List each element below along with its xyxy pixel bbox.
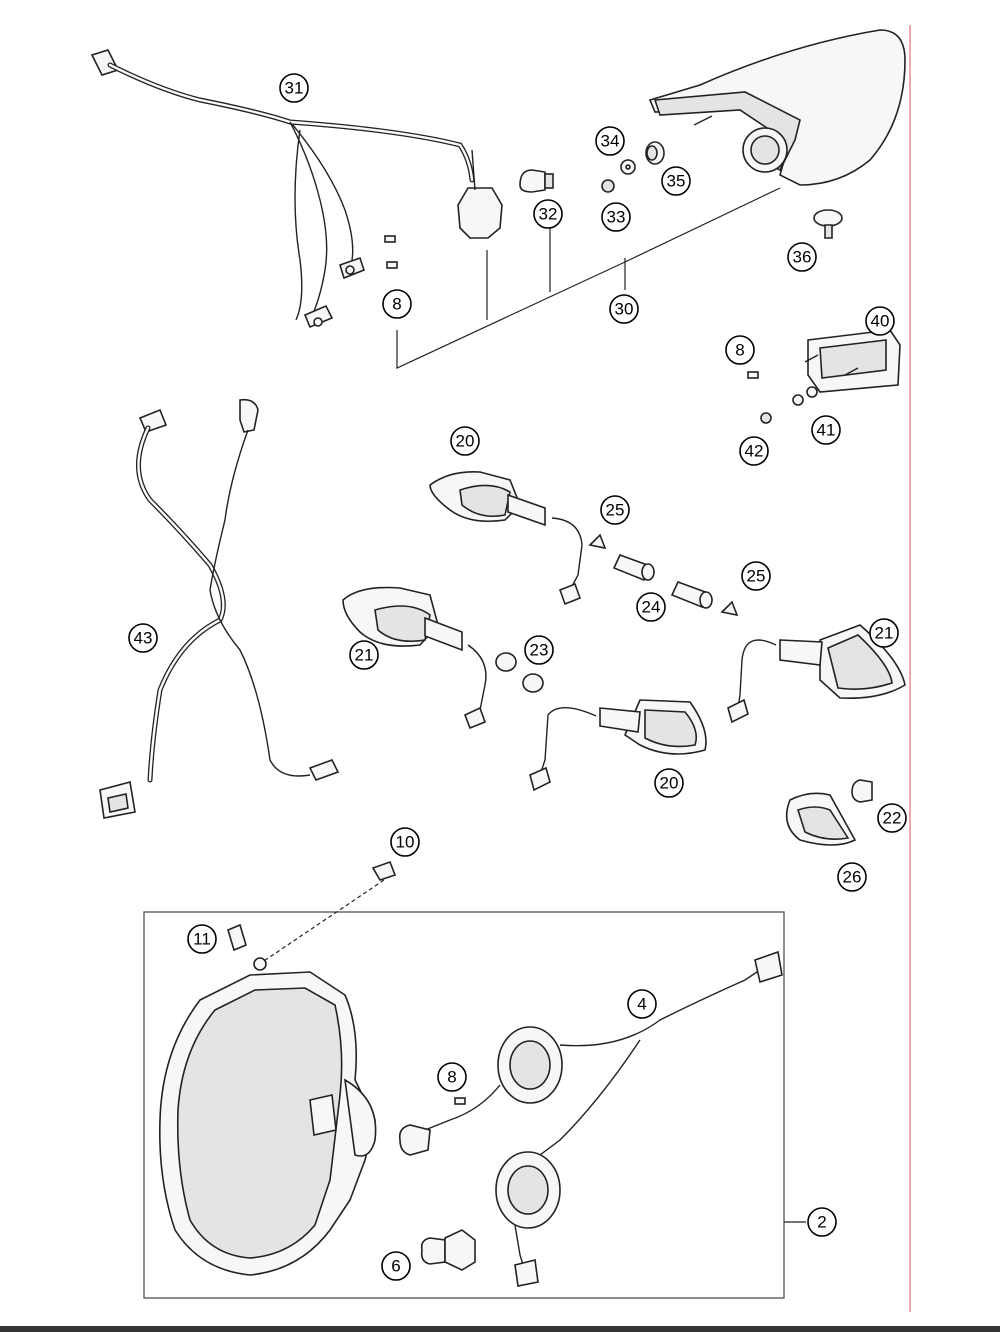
callout-34: 34	[595, 126, 625, 156]
callout-8-headlight: 8	[437, 1062, 467, 1092]
callout-8-tail: 8	[382, 289, 412, 319]
callout-25-upper: 25	[600, 495, 630, 525]
svg-text:21: 21	[875, 624, 894, 643]
svg-text:32: 32	[539, 205, 558, 224]
headlight-bulb-6	[420, 1229, 476, 1271]
callout-6: 6	[381, 1251, 411, 1281]
callout-21-right: 21	[869, 618, 899, 648]
callout-35: 35	[661, 166, 691, 196]
svg-text:21: 21	[355, 646, 374, 665]
svg-text:25: 25	[606, 501, 625, 520]
callout-36: 36	[787, 242, 817, 272]
svg-text:26: 26	[843, 868, 862, 887]
callout-26: 26	[837, 862, 867, 892]
callout-25-lower: 25	[741, 561, 771, 591]
svg-text:42: 42	[745, 442, 764, 461]
svg-text:43: 43	[134, 629, 153, 648]
svg-text:22: 22	[883, 809, 902, 828]
svg-text:35: 35	[667, 172, 686, 191]
indicator-front-right-20	[529, 699, 707, 792]
callout-31: 31	[279, 73, 309, 103]
callout-23: 23	[524, 635, 554, 665]
svg-text:34: 34	[601, 132, 620, 151]
mounting-hardware	[495, 533, 739, 693]
callout-40: 40	[865, 306, 895, 336]
svg-text:31: 31	[285, 79, 304, 98]
callout-43: 43	[128, 623, 158, 653]
bottom-border	[0, 1326, 1000, 1332]
indicator-rear-right-21	[727, 624, 906, 724]
callout-32: 32	[533, 199, 563, 229]
indicator-front-left-20	[429, 470, 583, 606]
callout-41: 41	[811, 415, 841, 445]
svg-text:8: 8	[392, 295, 401, 314]
indicator-rear-left-21	[342, 586, 487, 730]
svg-text:4: 4	[637, 995, 646, 1014]
svg-text:10: 10	[396, 833, 415, 852]
svg-text:23: 23	[530, 641, 549, 660]
svg-text:30: 30	[615, 300, 634, 319]
headlight-wiring-4	[398, 950, 783, 1287]
svg-text:40: 40	[871, 312, 890, 331]
callout-21-left: 21	[349, 640, 379, 670]
svg-text:2: 2	[817, 1213, 826, 1232]
callout-8-license: 8	[725, 335, 755, 365]
svg-text:20: 20	[660, 774, 679, 793]
callout-11: 11	[187, 924, 217, 954]
indicator-spares	[785, 779, 873, 846]
callout-20-top: 20	[450, 426, 480, 456]
callout-42: 42	[739, 436, 769, 466]
callout-24: 24	[636, 592, 666, 622]
callout-2: 2	[807, 1207, 837, 1237]
svg-text:33: 33	[607, 208, 626, 227]
svg-text:41: 41	[817, 421, 836, 440]
svg-text:25: 25	[747, 567, 766, 586]
svg-text:36: 36	[793, 248, 812, 267]
callout-33: 33	[601, 202, 631, 232]
headlight-housing	[158, 860, 397, 1276]
callout-22: 22	[877, 803, 907, 833]
svg-text:8: 8	[447, 1068, 456, 1087]
license-light-group	[747, 329, 901, 424]
callout-30: 30	[609, 294, 639, 324]
svg-text:20: 20	[456, 432, 475, 451]
wiring-harness-43	[99, 398, 340, 819]
headlight-assembly-frame	[143, 911, 785, 1299]
wiring-harness-31	[90, 49, 475, 329]
callout-10: 10	[390, 827, 420, 857]
tail-light-group	[384, 29, 906, 369]
callout-20-bottom: 20	[654, 768, 684, 798]
svg-text:8: 8	[735, 341, 744, 360]
callout-4: 4	[627, 989, 657, 1019]
svg-text:11: 11	[193, 930, 211, 949]
svg-text:6: 6	[391, 1257, 400, 1276]
svg-text:24: 24	[642, 598, 661, 617]
